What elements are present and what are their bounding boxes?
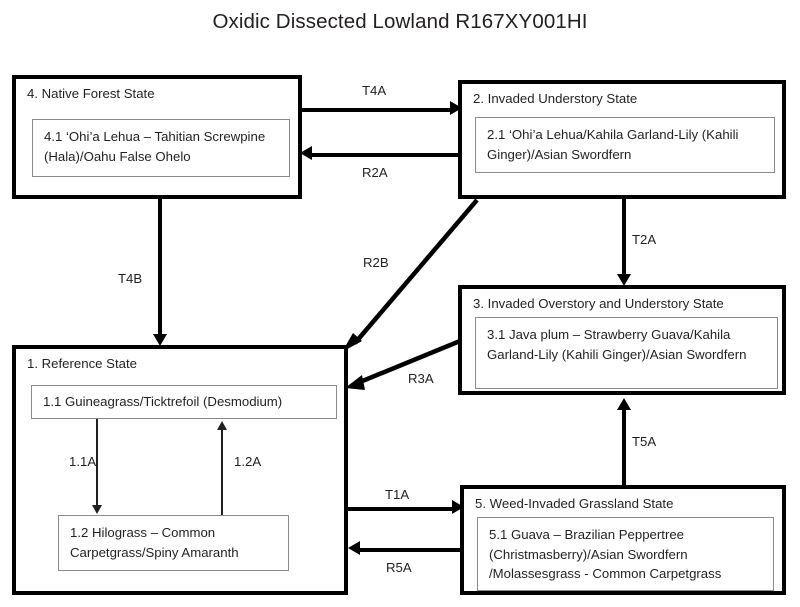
transition-arrowhead-t4b bbox=[153, 334, 167, 346]
phase-box-3-1[interactable]: 3.1 Java plum – Strawberry Guava/Kahila … bbox=[475, 317, 778, 389]
phase-box-5-1[interactable]: 5.1 Guava – Brazilian Peppertree (Christ… bbox=[477, 517, 774, 591]
transition-label-1-1a: 1.1A bbox=[69, 454, 97, 469]
transition-line-r2a bbox=[312, 153, 462, 157]
transition-line-t2a bbox=[622, 198, 626, 278]
transition-line-1-2a bbox=[221, 429, 223, 515]
phase-box-1-1[interactable]: 1.1 Guineagrass/Ticktrefoil (Desmodium) bbox=[31, 385, 337, 419]
transition-arrowhead-t5a bbox=[617, 398, 631, 410]
transition-arrowhead-1-2a bbox=[217, 421, 227, 430]
page-title: Oxidic Dissected Lowland R167XY001HI bbox=[212, 10, 588, 33]
transition-label-t1a: T1A bbox=[385, 487, 410, 502]
phase-box-4-1[interactable]: 4.1 ‘Ohi’a Lehua – Tahitian Screwpine (H… bbox=[32, 119, 290, 177]
transition-arrow-r3a bbox=[345, 338, 461, 390]
transition-arrow-r2b bbox=[342, 198, 479, 352]
state-box-2-invaded-understory[interactable]: 2. Invaded Understory State 2.1 ‘Ohi’a L… bbox=[458, 80, 786, 199]
transition-arrowhead-r5a bbox=[348, 541, 360, 555]
transition-line-t4a bbox=[300, 108, 452, 112]
transition-arrowhead-r2a bbox=[300, 146, 312, 160]
state-box-4-native-forest[interactable]: 4. Native Forest State 4.1 ‘Ohi’a Lehua … bbox=[12, 75, 302, 199]
transition-label-t4b: T4B bbox=[118, 271, 143, 286]
state-title-5: 5. Weed-Invaded Grassland State bbox=[475, 496, 674, 511]
phase-box-1-2[interactable]: 1.2 Hilograss – Common Carpetgrass/Spiny… bbox=[58, 515, 289, 571]
phase-box-2-1[interactable]: 2.1 ‘Ohi’a Lehua/Kahila Garland-Lily (Ka… bbox=[475, 117, 775, 173]
state-box-1-reference[interactable]: 1. Reference State 1.1 Guineagrass/Tickt… bbox=[12, 345, 348, 595]
transition-label-1-2a: 1.2A bbox=[234, 454, 262, 469]
state-title-4: 4. Native Forest State bbox=[27, 86, 155, 101]
state-box-3-invaded-overstory-understory[interactable]: 3. Invaded Overstory and Understory Stat… bbox=[458, 285, 786, 395]
transition-line-t1a bbox=[348, 507, 456, 511]
state-title-2: 2. Invaded Understory State bbox=[473, 91, 638, 106]
transition-arrowhead-t2a bbox=[617, 274, 631, 286]
transition-line-1-1a bbox=[96, 419, 98, 507]
transition-arrowhead-1-1a bbox=[92, 505, 102, 514]
transition-label-t4a: T4A bbox=[362, 83, 387, 98]
transition-label-t5a: T5A bbox=[632, 434, 657, 449]
transition-label-r2b: R2B bbox=[363, 255, 389, 270]
transition-label-r5a: R5A bbox=[386, 560, 412, 575]
transition-line-t5a bbox=[622, 408, 626, 486]
transition-line-r5a bbox=[360, 548, 460, 552]
state-title-3: 3. Invaded Overstory and Understory Stat… bbox=[473, 296, 724, 311]
transition-label-t2a: T2A bbox=[632, 232, 657, 247]
state-box-5-weed-invaded-grassland[interactable]: 5. Weed-Invaded Grassland State 5.1 Guav… bbox=[460, 485, 786, 595]
transition-line-t4b bbox=[158, 198, 162, 336]
transition-label-r3a: R3A bbox=[408, 371, 434, 386]
state-title-1: 1. Reference State bbox=[27, 356, 137, 371]
transition-label-r2a: R2A bbox=[362, 165, 388, 180]
